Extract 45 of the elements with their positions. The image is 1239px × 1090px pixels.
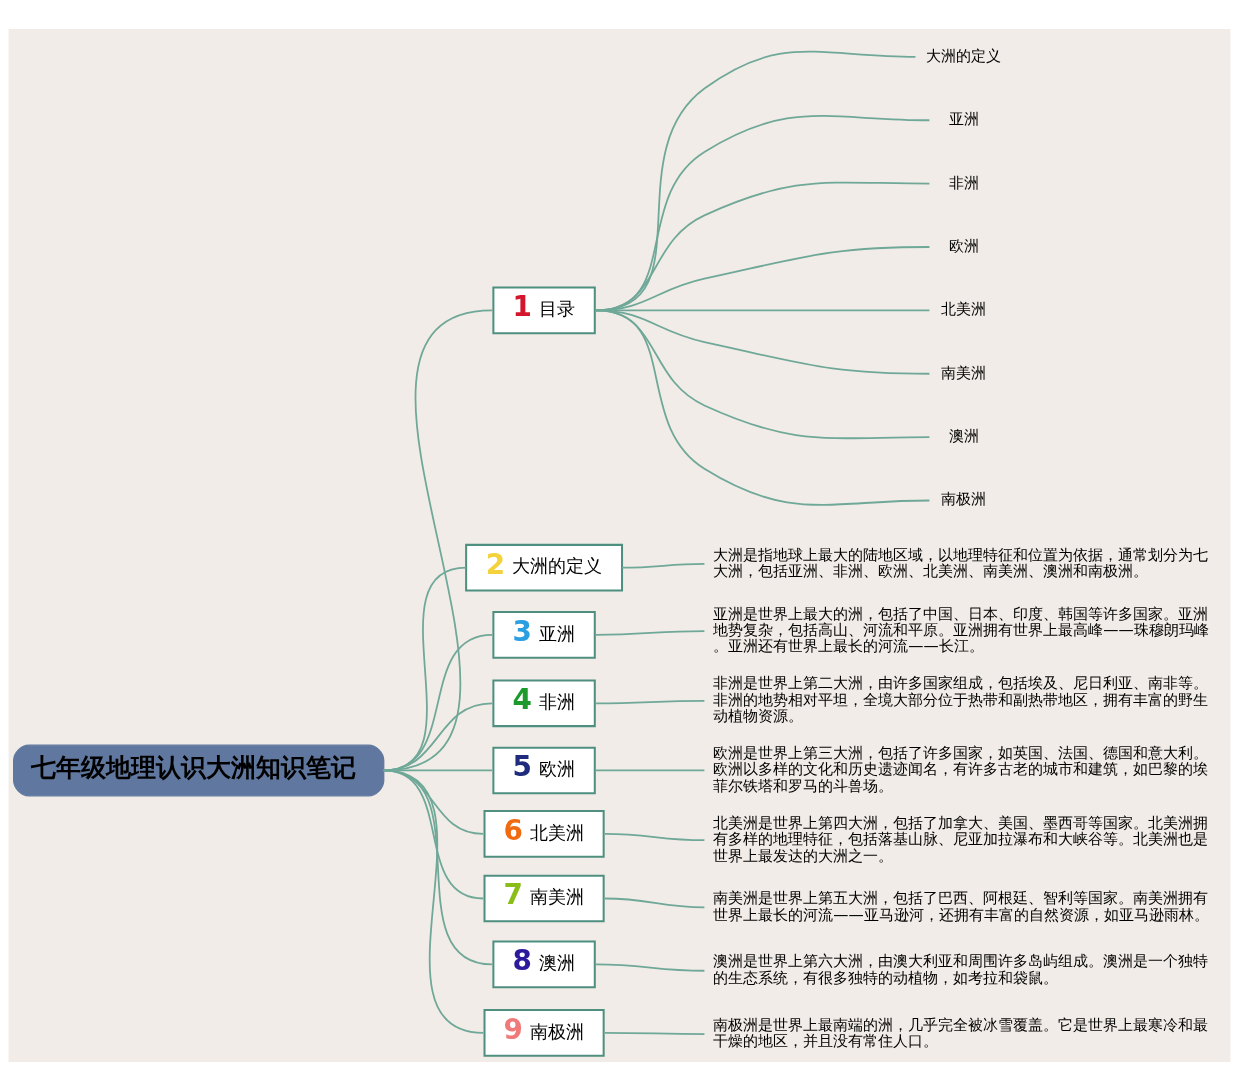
connector xyxy=(382,633,493,771)
node-text: 南美洲是世界上第五大洲，包括了巴西、阿根廷、智利等国家。南美洲拥有世界上最长的河流——亚马逊河，还拥有丰富的自然资源，如亚马逊雨林。 xyxy=(713,888,1209,924)
connector xyxy=(604,897,706,908)
node-text: 北美洲是世界上第四大洲，包括了加拿大、美国、墨西哥等国家。北美洲拥有多样的地理特征，包括落基山脉、尼亚加拉瀑布和大峡谷等。北美洲也是世界上最发达的大洲之一。 xyxy=(713,813,1209,865)
connector xyxy=(604,832,706,841)
node-text: 澳洲是世界上第六大洲，由澳大利亚和周围许多岛屿组成。澳洲是一个独特的生态系统，有很多独特的动植物，如考拉和袋鼠。 xyxy=(713,951,1209,987)
connector xyxy=(621,562,706,569)
connector xyxy=(382,701,493,771)
connector xyxy=(382,309,493,771)
connector xyxy=(595,699,706,704)
node-text: 大洲的定义 xyxy=(926,46,1002,65)
node-text: 亚洲 xyxy=(949,109,980,128)
node-text: 北美洲 xyxy=(941,299,987,318)
node-text: 欧洲 xyxy=(949,236,980,255)
node-box: 1 目录 xyxy=(492,286,596,334)
connector xyxy=(382,769,485,1034)
connector xyxy=(595,769,706,771)
connector xyxy=(595,181,931,311)
node-text: 非洲是世界上第二大洲，由许多国家组成，包括埃及、尼日利亚、南非等。非洲的地势相对平坦，全境大部分位于热带和副热带地区，拥有丰富的野生动植物资源。 xyxy=(713,673,1209,725)
node-box: 2 大洲的定义 xyxy=(465,543,624,591)
connector xyxy=(595,309,931,375)
node-box: 七年级地理认识大洲知识笔记 xyxy=(13,744,385,796)
connector xyxy=(595,963,706,972)
node-box: 7 南美洲 xyxy=(483,874,605,922)
node-box: 9 南极洲 xyxy=(483,1008,605,1057)
connector xyxy=(595,114,931,311)
connector xyxy=(595,629,706,636)
node-text: 非洲 xyxy=(949,173,980,192)
connector xyxy=(595,245,931,311)
node-box: 8 澳洲 xyxy=(492,940,596,988)
node-text: 澳洲 xyxy=(949,426,980,445)
node-text: 南美洲 xyxy=(941,363,987,382)
node-text: 亚洲是世界上最大的洲，包括了中国、日本、印度、韩国等许多国家。亚洲地势复杂，包括高山、河流和平原。亚洲拥有世界上最高峰——珠穆朗玛峰。亚洲还有世界上最长的河流——长江。 xyxy=(713,604,1209,655)
connector xyxy=(595,309,931,311)
connector xyxy=(604,1031,706,1035)
node-text: 南极洲是世界上最南端的洲，几乎完全被冰雪覆盖。它是世界上最寒冷和最干燥的地区，并且没有常住人口。 xyxy=(713,1015,1209,1050)
node-box: 5 欧洲 xyxy=(492,746,596,794)
node-text: 欧洲是世界上第三大洲，包括了许多国家，如英国、法国、德国和意大利。欧洲以多样的文化和历史遗迹闻名，有许多古老的城市和建筑，如巴黎的埃菲尔铁塔和罗马的斗兽场。 xyxy=(713,743,1209,795)
node-box: 3 亚洲 xyxy=(492,610,596,659)
node-text: 南极洲 xyxy=(941,489,987,508)
node-box: 4 非洲 xyxy=(492,678,596,727)
connector xyxy=(595,309,931,439)
connector xyxy=(595,309,931,506)
node-box: 6 北美洲 xyxy=(483,809,605,858)
node-text: 大洲是指地球上最大的陆地区域，以地理特征和位置为依据，通常划分为七大洲，包括亚洲、非洲、欧洲、北美洲、南美洲、澳洲和南极洲。 xyxy=(713,545,1209,580)
